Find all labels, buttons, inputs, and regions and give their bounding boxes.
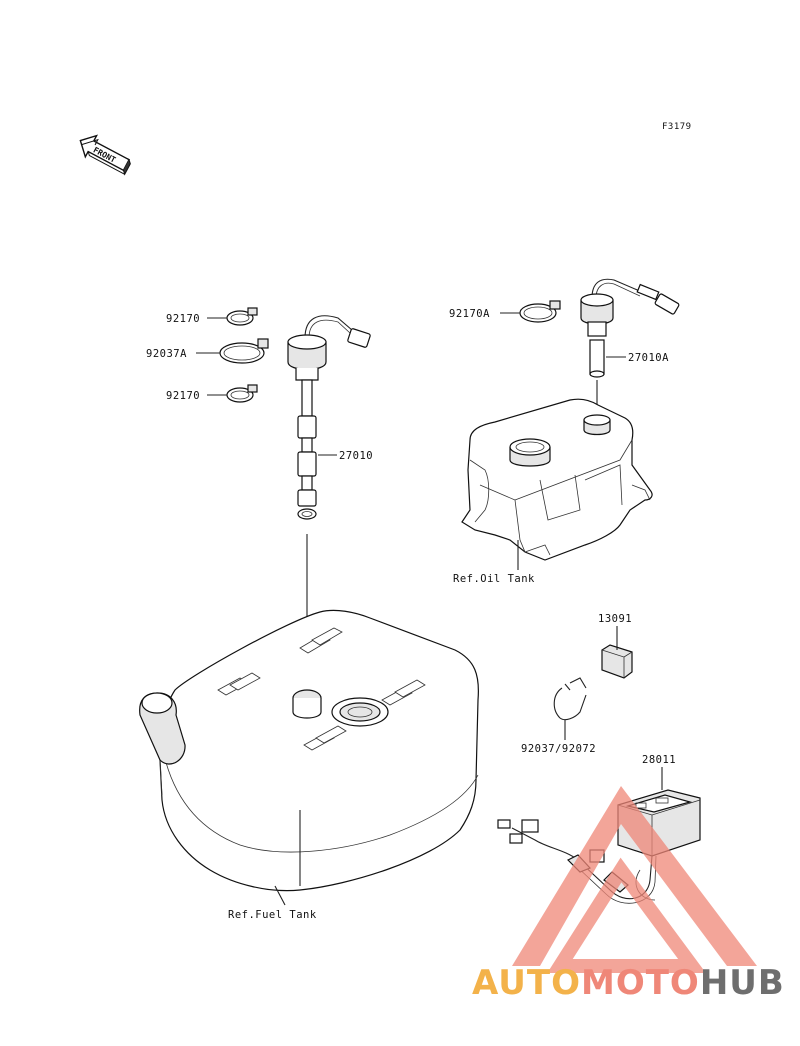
band-part [553, 677, 587, 740]
watermark-part-1: AUTO [472, 963, 581, 1003]
clamp-lower-part [207, 384, 258, 403]
fuel-tank-ref [139, 609, 480, 906]
oil-tank-ref [461, 398, 653, 570]
label-92170-lower: 92170 [166, 390, 200, 402]
watermark-part-3: HUB [700, 963, 785, 1003]
oil-gauge-part [580, 278, 680, 418]
clamp-large-part [196, 338, 269, 364]
label-92170a: 92170A [449, 308, 490, 320]
label-28011: 28011 [642, 754, 676, 766]
bracket-part [601, 626, 633, 679]
clamp-upper-part [207, 307, 258, 326]
watermark-logo [512, 786, 757, 973]
label-92170-upper: 92170 [166, 313, 200, 325]
watermark-part-2: MOTO [581, 963, 700, 1003]
oil-clamp-part [500, 300, 561, 323]
label-13091: 13091 [598, 613, 632, 625]
front-arrow-icon: FRONT [79, 134, 131, 176]
watermark-text: AUTOMOTOHUB [472, 963, 785, 1003]
label-92037-92072: 92037/92072 [521, 743, 596, 755]
label-27010a: 27010A [628, 352, 669, 364]
label-ref-oil-tank: Ref.Oil Tank [453, 573, 535, 585]
figure-code: F3179 [662, 122, 692, 132]
fuel-gauge-part [287, 315, 371, 690]
label-27010: 27010 [339, 450, 373, 462]
label-ref-fuel-tank: Ref.Fuel Tank [228, 909, 317, 921]
label-92037a: 92037A [146, 348, 187, 360]
